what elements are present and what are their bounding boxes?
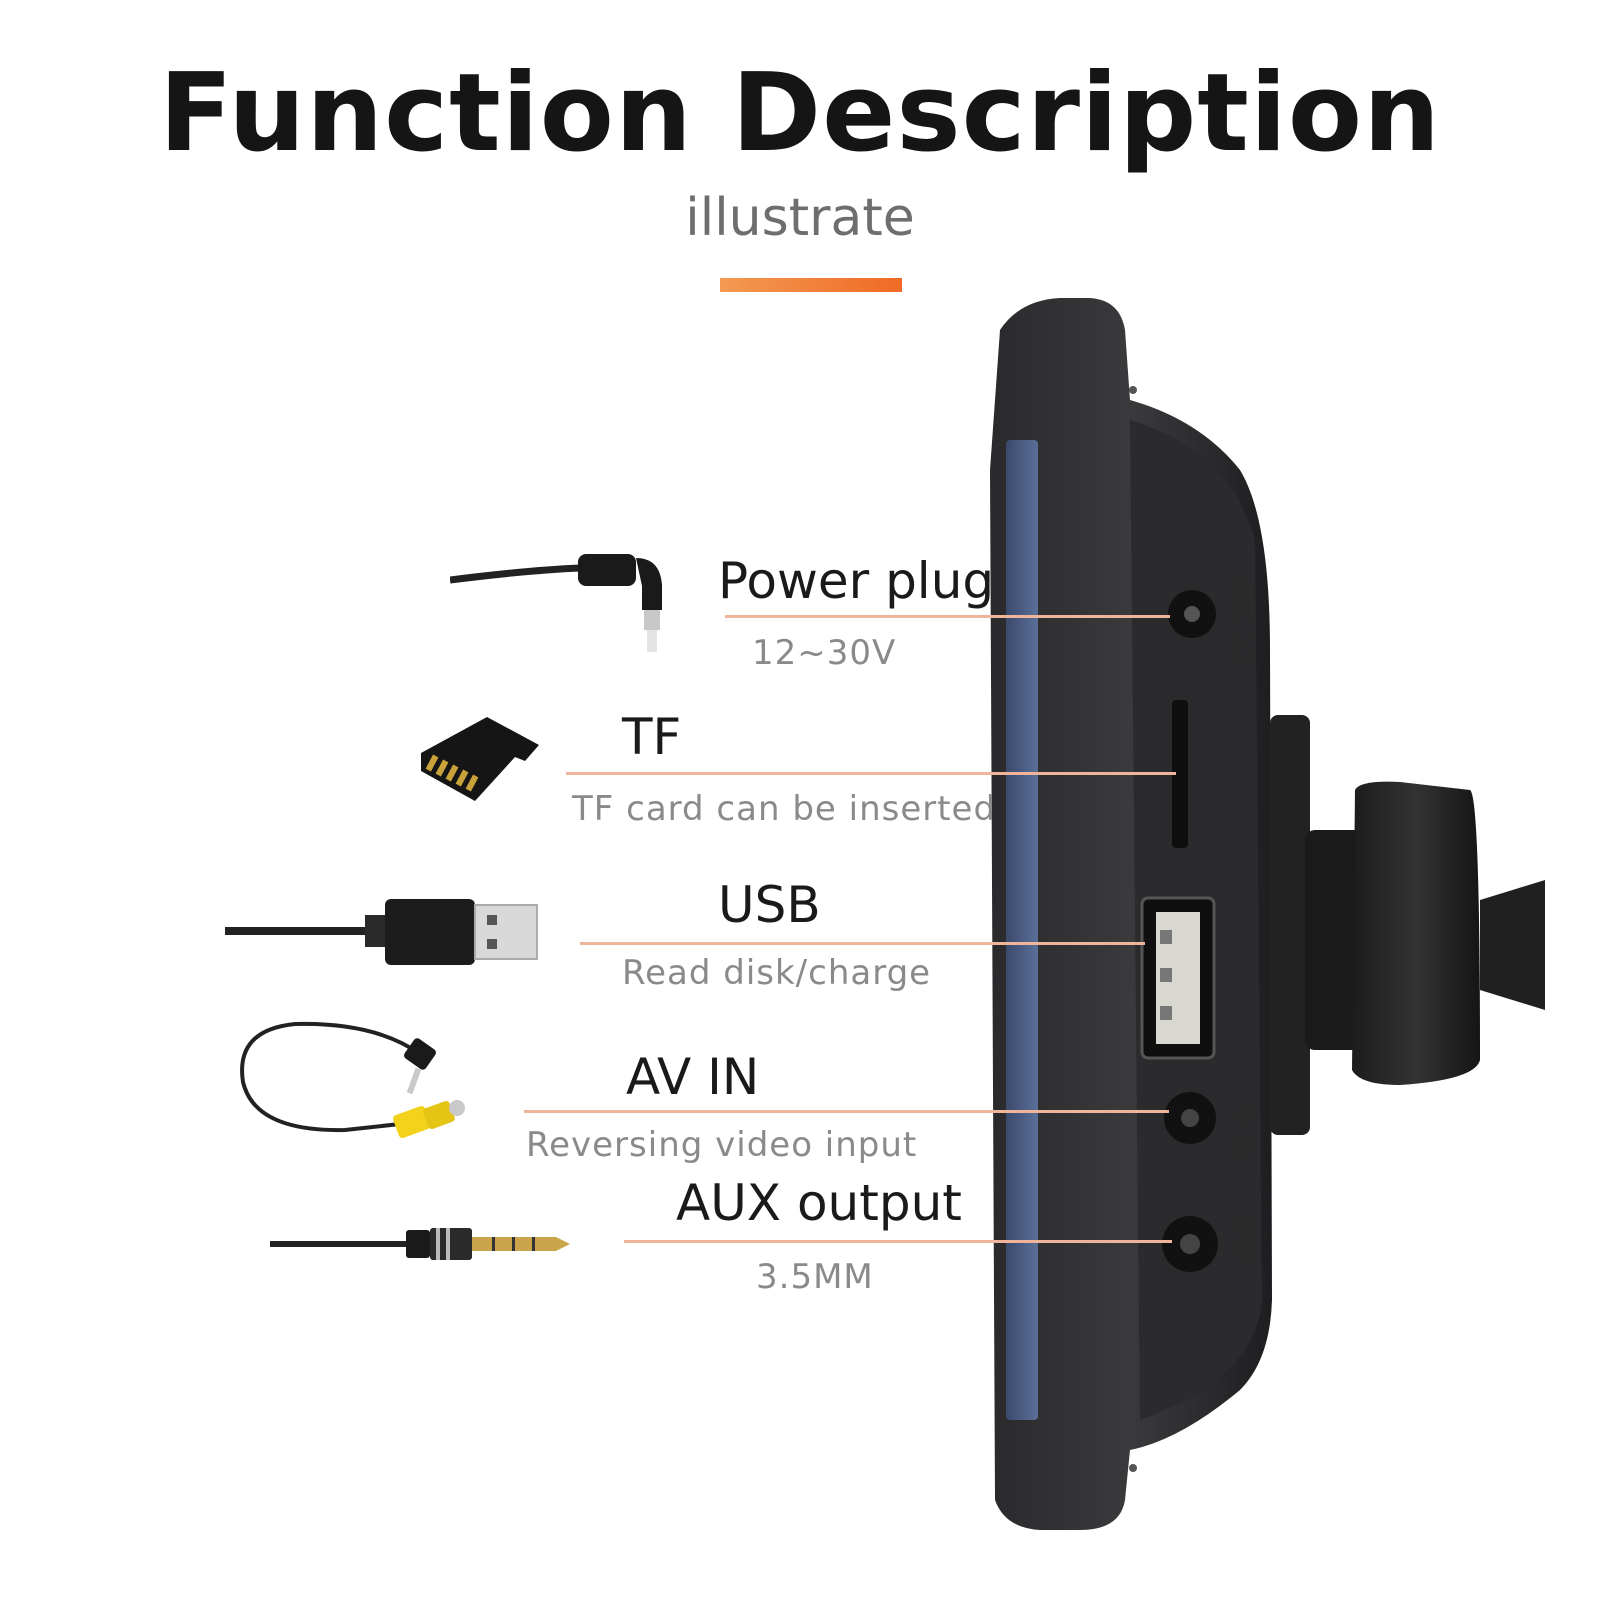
page-title: Function Description	[158, 51, 1442, 176]
port-label-av: AV IN	[1232, 1103, 1256, 1162]
usb-cable-icon	[225, 899, 538, 965]
callout-usb-leader	[580, 942, 1145, 945]
callout-power-plug-label: Power plug	[718, 552, 995, 610]
accent-divider	[720, 278, 902, 292]
port-label-aux: AUX	[1232, 1216, 1256, 1262]
aux-cable-icon	[270, 1228, 570, 1260]
callout-power-plug-detail: 12~30V	[752, 633, 897, 673]
callout-tf-leader	[566, 772, 1176, 775]
callout-av-in-label: AV IN	[626, 1048, 760, 1106]
callout-av-in-leader	[524, 1110, 1169, 1113]
callout-usb-detail: Read disk/charge	[622, 953, 932, 993]
page-subtitle: illustrate	[685, 188, 915, 248]
callout-aux-output-leader	[624, 1240, 1172, 1243]
callout-aux-output-label: AUX output	[676, 1174, 962, 1232]
port-label-dc: DC 12V	[1232, 579, 1256, 660]
callout-tf-label: TF	[622, 708, 682, 766]
power-plug-icon	[450, 554, 662, 652]
callout-tf-detail: TF card can be inserted	[572, 789, 997, 829]
tf-card-icon	[421, 717, 539, 801]
av-cable-icon	[240, 1021, 465, 1138]
callout-power-plug-leader	[725, 615, 1170, 618]
callout-usb-label: USB	[718, 876, 821, 934]
callout-av-in-detail: Reversing video input	[526, 1125, 918, 1165]
callout-aux-output-detail: 3.5MM	[756, 1257, 874, 1297]
